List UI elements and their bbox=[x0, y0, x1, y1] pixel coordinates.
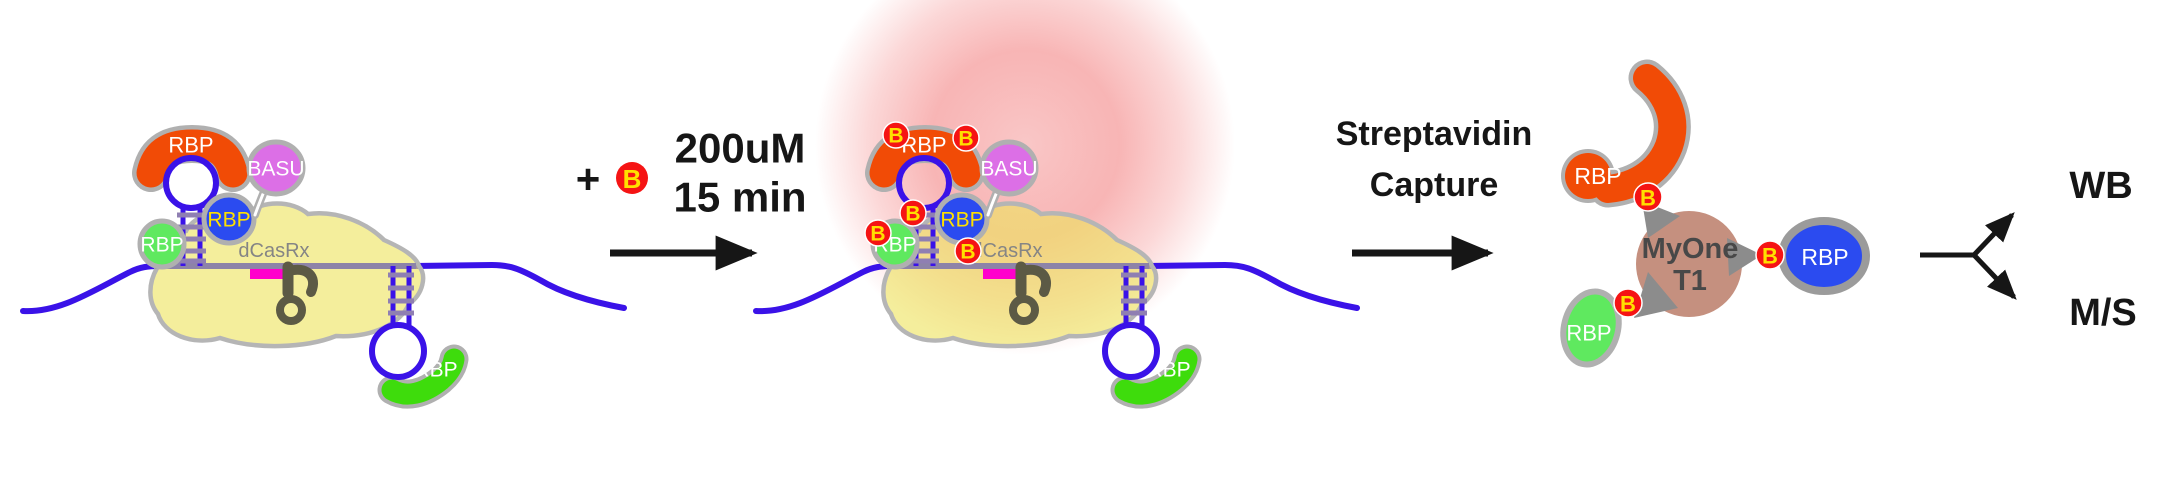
rbp-green-egg: RBP bbox=[137, 218, 187, 270]
bead-name-line1: MyOne bbox=[1642, 233, 1739, 265]
svg-text:B: B bbox=[623, 164, 642, 194]
labeling-duration: 15 min bbox=[673, 174, 806, 221]
output-mass-spec: M/S bbox=[2069, 292, 2137, 334]
crrna-spacer bbox=[250, 269, 283, 279]
svg-text:B: B bbox=[960, 241, 975, 264]
dcasrx-label: dCasRx bbox=[238, 240, 309, 262]
biotin-badge: B bbox=[899, 199, 927, 227]
anchor-icon bbox=[276, 261, 318, 325]
rbp-green-label: RBP bbox=[140, 234, 183, 257]
streptavidin-spike-right bbox=[1727, 238, 1762, 276]
biotin-concentration: 200uM bbox=[675, 125, 806, 172]
captured-rbp-orange: RBP bbox=[1561, 59, 1691, 208]
biotin-badge: B bbox=[952, 124, 980, 152]
captured-rbp-blue-label: RBP bbox=[1801, 244, 1848, 270]
rna-loop-1 bbox=[163, 155, 219, 211]
rbp-orange-crescent: RBP bbox=[132, 124, 252, 192]
capture-label-line1: Streptavidin bbox=[1336, 115, 1532, 153]
captured-rbp-blue: RBP bbox=[1778, 217, 1870, 295]
rbp-green-crescent: RBP bbox=[377, 344, 469, 409]
rna-loop-2 bbox=[369, 322, 427, 380]
capture-step: Streptavidin Capture bbox=[1336, 115, 1532, 271]
rbp-orange-label: RBP bbox=[168, 133, 213, 158]
captured-rbp-orange-label: RBP bbox=[1574, 163, 1621, 189]
rna-loop-2-neck bbox=[390, 316, 412, 328]
analysis-fork: WB M/S bbox=[1920, 165, 2137, 334]
reaction-step: + B 200uM 15 min bbox=[576, 125, 807, 271]
svg-text:B: B bbox=[870, 223, 885, 246]
fork-branch-up bbox=[1972, 212, 2015, 257]
biotin-badges-on-complex: B B B B B bbox=[864, 121, 982, 265]
rbp-blue-blob: RBP bbox=[201, 192, 257, 246]
rbp-green2-label: RBP bbox=[414, 359, 457, 382]
biotin-badge-reaction: B bbox=[616, 162, 648, 194]
biotin-badge: B bbox=[1613, 288, 1643, 318]
capture-label-line2: Capture bbox=[1370, 166, 1498, 204]
rna-strand-right bbox=[411, 261, 627, 311]
biotin-badge: B bbox=[1755, 240, 1785, 270]
biotin-badge: B bbox=[864, 219, 892, 247]
plus-sign: + bbox=[576, 156, 601, 203]
svg-text:B: B bbox=[1620, 292, 1636, 317]
basu-label: BASU bbox=[247, 158, 304, 181]
rbp-blue-label: RBP bbox=[207, 209, 250, 232]
rna-stem-loop-2 bbox=[388, 266, 414, 324]
rna-stem-loop-1 bbox=[177, 208, 206, 266]
streptavidin-spike-bottomleft bbox=[1634, 272, 1678, 318]
biotin-badge: B bbox=[882, 121, 910, 149]
captured-rbp-green-label: RBP bbox=[1566, 321, 1611, 346]
fork-branch-down bbox=[1972, 253, 2017, 300]
svg-text:B: B bbox=[888, 125, 903, 148]
svg-text:B: B bbox=[905, 203, 920, 226]
svg-text:B: B bbox=[1762, 244, 1778, 269]
svg-text:B: B bbox=[958, 128, 973, 151]
rnp-complex-unlabeled: dCasRx RBP RBP RBP BASU bbox=[20, 124, 627, 409]
streptavidin-bead-group: MyOne T1 RBP RBP RBP B B bbox=[1560, 59, 1870, 368]
rna-strand-left bbox=[20, 263, 163, 315]
bead-name-line2: T1 bbox=[1673, 265, 1707, 297]
biotin-badge: B bbox=[1633, 182, 1663, 212]
captured-rbp-green: RBP bbox=[1560, 288, 1622, 368]
svg-text:B: B bbox=[1640, 186, 1656, 211]
biotin-badge: B bbox=[954, 237, 982, 265]
basu-ligase: BASU bbox=[246, 139, 306, 219]
output-western-blot: WB bbox=[2069, 165, 2132, 207]
